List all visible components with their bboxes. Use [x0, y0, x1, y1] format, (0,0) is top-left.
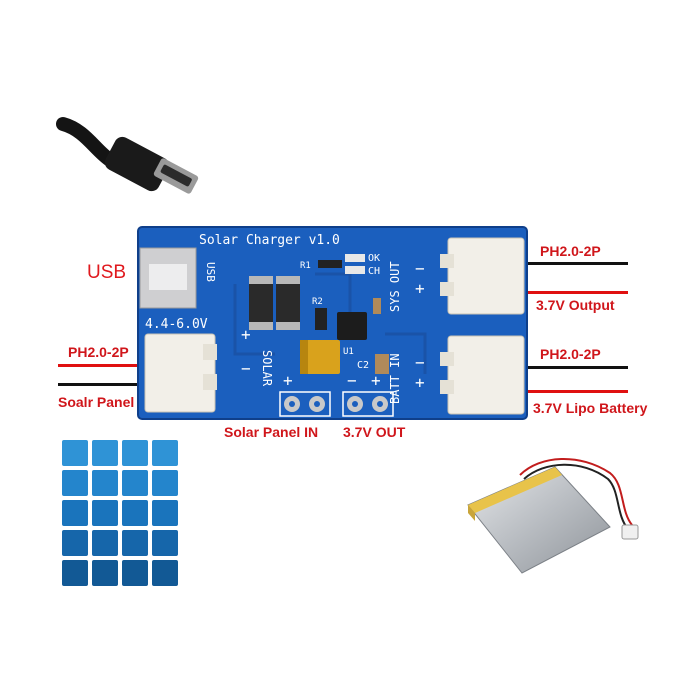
red-wire-left	[58, 364, 160, 367]
capacitor-c1	[373, 298, 381, 314]
voltage-text: 4.4-6.0V	[145, 317, 208, 332]
resistor-r1	[318, 260, 342, 268]
led-ch	[345, 266, 365, 274]
out-37-label: 3.7V OUT	[343, 424, 406, 440]
board-usb-text: USB	[204, 262, 217, 282]
diode-1	[249, 276, 273, 330]
batt-in-text: BATT IN	[388, 353, 402, 404]
u1-text: U1	[343, 347, 354, 357]
tantalum-capacitor	[300, 340, 340, 374]
ch-text: CH	[368, 266, 380, 277]
output-label: 3.7V Output	[536, 297, 615, 313]
plus-mark: +	[371, 371, 381, 390]
plus-mark: +	[415, 373, 425, 392]
led-ok	[345, 254, 365, 262]
red-wire-batt	[522, 390, 628, 393]
minus-mark: −	[347, 371, 357, 390]
c2-text: C2	[357, 360, 369, 371]
black-wire-batt	[522, 366, 628, 369]
black-wire-sys-out	[522, 262, 628, 265]
ph-connector-left	[144, 333, 216, 413]
solar-panel-icon	[62, 440, 180, 588]
minus-mark: −	[241, 359, 251, 378]
diode-2	[276, 276, 300, 330]
usb-cable	[56, 117, 199, 194]
ph-connector-label-left: PH2.0-2P	[68, 344, 129, 360]
r2-text: R2	[312, 297, 323, 307]
ph-connector-batt	[447, 335, 525, 415]
minus-mark: −	[415, 353, 425, 372]
ph-connector-label-batt: PH2.0-2P	[540, 346, 601, 362]
black-wire-left	[58, 383, 160, 386]
r1-text: R1	[300, 261, 311, 271]
plus-mark: +	[283, 371, 293, 390]
minus-mark: −	[415, 259, 425, 278]
ph-connector-label-sys-out: PH2.0-2P	[540, 243, 601, 259]
solar-charger-board: Solar Charger v1.0 USB 4.4-6.0V R1 OK CH…	[137, 226, 528, 420]
solar-panel-label-left: Soalr Panel	[58, 394, 135, 410]
plus-mark: +	[241, 325, 251, 344]
lipo-battery	[467, 457, 639, 574]
solar-panel-in-label: Solar Panel IN	[224, 424, 319, 440]
red-wire-sys-out	[522, 291, 628, 294]
solar-text: SOLAR	[260, 350, 274, 387]
usb-label: USB	[87, 262, 127, 283]
charger-ic-u1	[337, 312, 367, 340]
capacitor-c2	[375, 354, 389, 374]
ok-text: OK	[368, 253, 380, 264]
lipo-battery-label: 3.7V Lipo Battery	[533, 400, 648, 416]
plus-mark: +	[415, 279, 425, 298]
sys-out-text: SYS OUT	[388, 261, 402, 312]
resistor-r2	[315, 308, 327, 330]
board-title: Solar Charger v1.0	[199, 233, 340, 248]
ph-connector-sys-out	[447, 237, 525, 315]
